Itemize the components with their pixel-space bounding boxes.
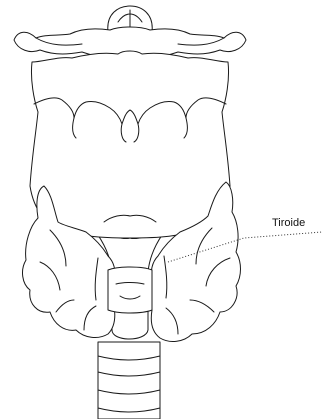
trachea <box>98 342 160 419</box>
thyroid-cartilage <box>30 51 230 238</box>
thyroid-label: Tiroide <box>272 217 305 229</box>
